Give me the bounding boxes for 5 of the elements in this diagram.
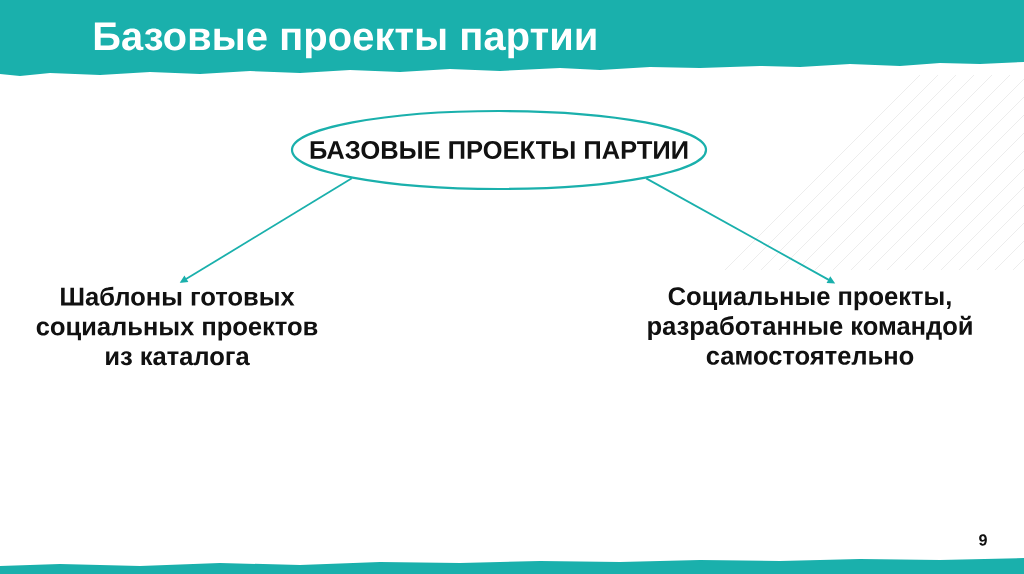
- page-number: 9: [979, 534, 987, 546]
- ellipse-node: БАЗОВЫЕ ПРОЕКТЫ ПАРТИИ: [290, 109, 708, 191]
- branch-text: Социальные проекты, разработанные командой самостоятельно: [648, 287, 972, 365]
- title: Базовые проекты партии: [94, 22, 596, 59]
- branch-text: Шаблоны готовых социальных проектов из каталога: [36, 286, 318, 366]
